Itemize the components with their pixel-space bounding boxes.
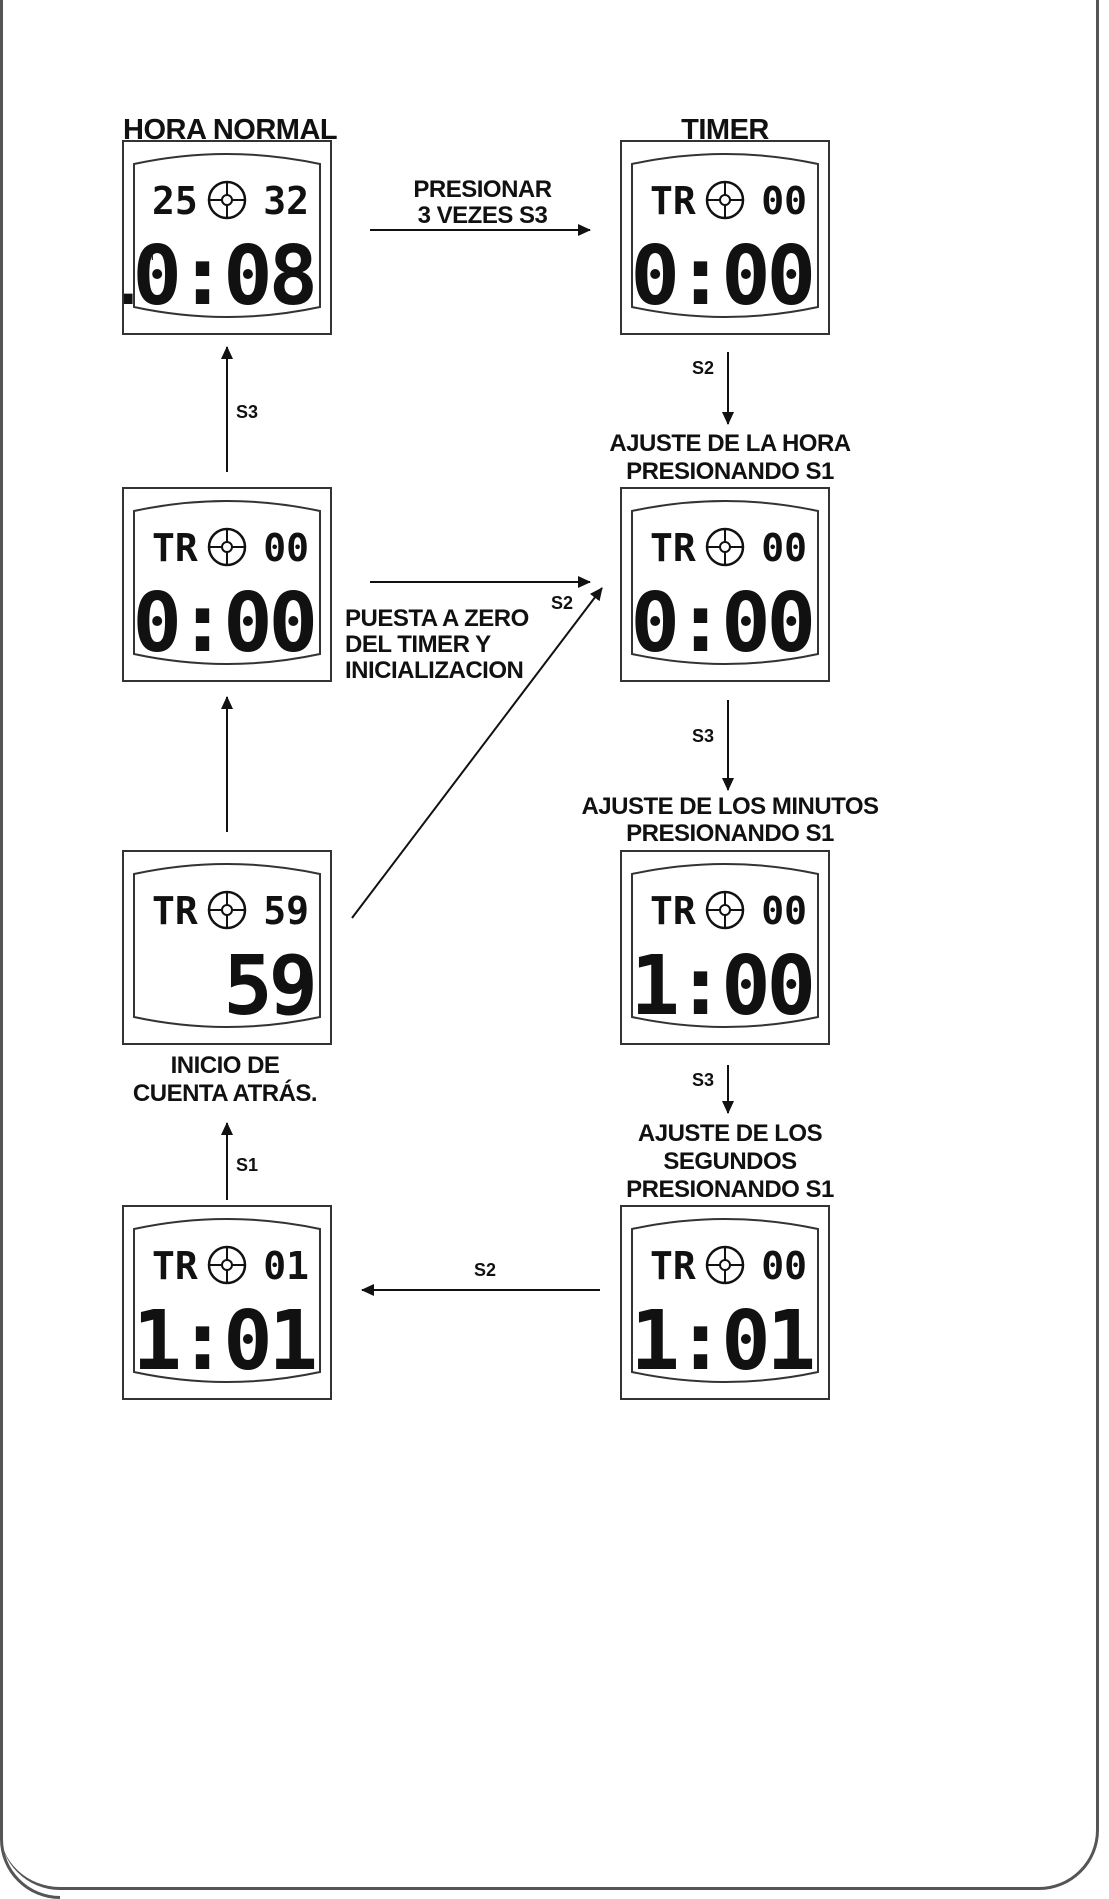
display-reset: TR 00 0:00 xyxy=(122,487,332,682)
label-puesta-2: DEL TIMER Y xyxy=(345,631,491,658)
label-s3-min: S3 xyxy=(692,1070,715,1090)
lcd-main-digits: 0:00 xyxy=(631,229,812,324)
lcd-pm-indicator: PM xyxy=(140,252,154,262)
lcd-sub-digits: 00 xyxy=(761,889,807,933)
label-s2-timer: S2 xyxy=(692,358,715,378)
dial-icon xyxy=(705,890,745,930)
label-ajuste-hora-2: PRESIONANDO S1 xyxy=(626,458,834,485)
lcd-sub-digits: 00 xyxy=(761,526,807,570)
arrow-countdown-diagonal xyxy=(351,587,603,919)
label-puesta-3: INICIALIZACION xyxy=(345,657,524,684)
dial-icon xyxy=(207,890,247,930)
display-set-min: TR 00 1:00 xyxy=(620,850,830,1045)
lcd-sub-digits: 59 xyxy=(263,889,309,933)
label-s2-middle: S2 xyxy=(551,593,574,613)
lcd-main-digits: 59 xyxy=(223,939,314,1034)
lcd-top-text: TR xyxy=(152,1244,198,1288)
lcd-face: TR 00 0:00 xyxy=(631,500,819,671)
lcd-face: TR 00 1:01 xyxy=(631,1218,819,1389)
label-ajuste-seg-3: PRESIONANDO S1 xyxy=(626,1176,834,1203)
display-hora-normal: 25 32PM10:08 xyxy=(122,140,332,335)
lcd-sub-digits: 00 xyxy=(263,526,309,570)
label-ajuste-seg-1: AJUSTE DE LOS xyxy=(637,1120,823,1147)
label-ajuste-seg-2: SEGUNDOS xyxy=(663,1148,797,1175)
lcd-sub-digits: 00 xyxy=(761,179,807,223)
lcd-face: TR 01 1:01 xyxy=(133,1218,321,1389)
lcd-main-digits: 0:00 xyxy=(133,576,314,671)
lcd-main-digits: 1:01 xyxy=(133,1294,315,1389)
lcd-face: TR 59 59 xyxy=(133,863,321,1034)
lcd-top-text: TR xyxy=(650,1244,696,1288)
lcd-top-text: TR xyxy=(650,179,696,223)
lcd-face: TR 00 0:00 xyxy=(631,153,819,324)
display-set-hour: TR 00 0:00 xyxy=(620,487,830,682)
label-presionar-2: 3 VEZES S3 xyxy=(417,202,548,229)
label-s1: S1 xyxy=(236,1155,259,1175)
lcd-top-text: TR xyxy=(152,889,198,933)
lcd-face: TR 00 1:00 xyxy=(631,863,819,1034)
dial-icon xyxy=(207,527,247,567)
lcd-sub-digits: 00 xyxy=(761,1244,807,1288)
lcd-main-digits: 1:01 xyxy=(631,1294,813,1389)
display-countdown: TR 59 59 xyxy=(122,850,332,1045)
display-timer: TR 00 0:00 xyxy=(620,140,830,335)
label-s3-left: S3 xyxy=(236,402,259,422)
label-ajuste-min-1: AJUSTE DE LOS MINUTOS xyxy=(581,793,879,820)
label-ajuste-hora-1: AJUSTE DE LA HORA xyxy=(609,430,851,457)
lcd-main-digits: 0:00 xyxy=(631,576,812,671)
dial-icon xyxy=(705,1245,745,1285)
label-ajuste-min-2: PRESIONANDO S1 xyxy=(626,820,834,847)
lcd-face: TR 00 0:00 xyxy=(133,500,321,671)
display-start: TR 01 1:01 xyxy=(122,1205,332,1400)
lcd-top-text: TR xyxy=(152,526,198,570)
label-s3-hour: S3 xyxy=(692,726,715,746)
lcd-top-text: TR xyxy=(650,889,696,933)
lcd-sub-digits: 32 xyxy=(263,179,309,223)
dial-icon xyxy=(705,180,745,220)
lcd-top-text: TR xyxy=(650,526,696,570)
label-puesta-1: PUESTA A ZERO xyxy=(345,605,529,632)
dial-icon xyxy=(207,180,247,220)
lcd-main-digits: 10:08 xyxy=(124,229,314,324)
lcd-top-text: 25 xyxy=(152,179,198,223)
label-presionar-1: PRESIONAR xyxy=(413,176,552,203)
label-s2-bottom: S2 xyxy=(474,1260,497,1280)
lcd-main-digits: 1:00 xyxy=(631,939,812,1034)
dial-icon xyxy=(705,527,745,567)
lcd-sub-digits: 01 xyxy=(263,1244,309,1288)
display-set-sec: TR 00 1:01 xyxy=(620,1205,830,1400)
lcd-face: 25 32PM10:08 xyxy=(124,153,321,324)
label-inicio-1: INICIO DE xyxy=(170,1052,280,1079)
dial-icon xyxy=(207,1245,247,1285)
label-inicio-2: CUENTA ATRÁS. xyxy=(132,1080,318,1107)
